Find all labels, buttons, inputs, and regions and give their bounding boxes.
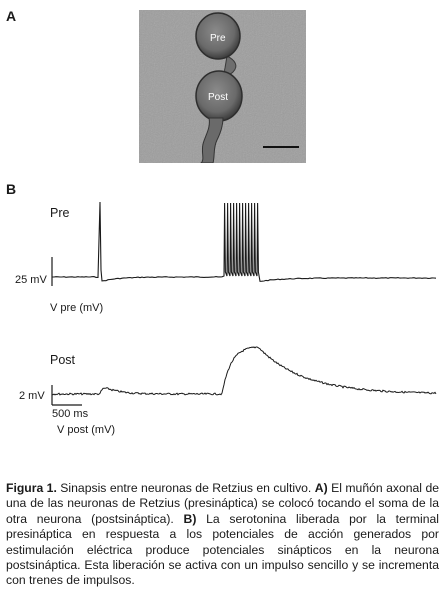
figure-label: Figura 1. — [6, 481, 57, 495]
post-trace-title: Post — [50, 353, 76, 367]
post-axis-label: V post (mV) — [57, 424, 116, 436]
pre-axis-label: V pre (mV) — [50, 302, 104, 314]
presynaptic-voltage-trace — [52, 201, 437, 282]
figure-caption: Figura 1. Sinapsis entre neuronas de Ret… — [6, 481, 439, 589]
caption-text-3: La serotonina liberada por la terminal p… — [6, 511, 439, 588]
post-voltage-scale-label: 2 mV — [19, 390, 45, 402]
post-cell-label: Post — [208, 92, 228, 103]
pre-trace-title: Pre — [50, 206, 70, 220]
neuron-micrograph: Pre Post — [139, 10, 306, 163]
electrophysiology-traces — [51, 201, 437, 406]
caption-a-label: A) — [314, 481, 328, 495]
time-scale-label: 500 ms — [52, 408, 89, 420]
caption-text-2: El muñón axonal de una de las neuronas d… — [6, 481, 440, 526]
pre-cell-label: Pre — [210, 33, 226, 44]
panel-b-label: B — [6, 181, 17, 197]
caption-b-label: B) — [183, 511, 197, 526]
postsynaptic-voltage-trace — [51, 346, 437, 396]
caption-text-1: Sinapsis entre neuronas de Retzius en cu… — [56, 481, 315, 495]
postsynaptic-process — [200, 117, 224, 163]
presynaptic-soma — [195, 12, 241, 60]
panel-a-label: A — [6, 8, 17, 24]
pre-voltage-scale-label: 25 mV — [15, 274, 47, 286]
